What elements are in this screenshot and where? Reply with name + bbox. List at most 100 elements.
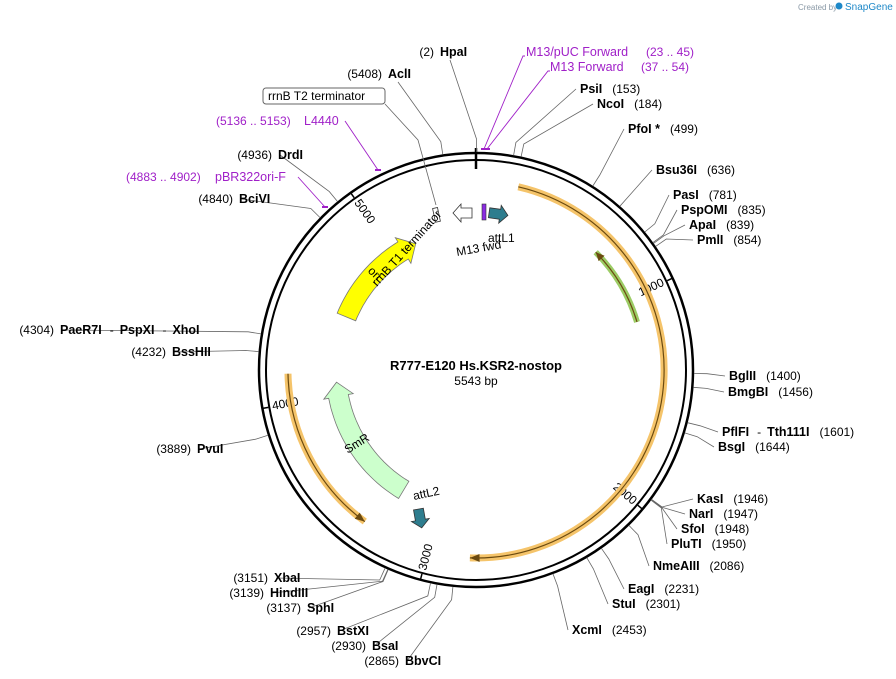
enzyme-sfoi: SfoI (1948)	[650, 499, 750, 536]
enzyme-stui: StuI(2301)	[586, 557, 680, 611]
enzyme-position: (3151)	[233, 571, 268, 585]
enzyme-position: (2231)	[664, 582, 699, 596]
enzyme-leader	[652, 209, 678, 243]
enzyme-name: SfoI	[681, 522, 705, 536]
enzyme-name: BglII	[729, 369, 756, 383]
enzyme-leader	[406, 586, 454, 662]
enzyme-bsai: BsaI(2930)	[331, 584, 438, 653]
enzyme-bstxi: BstXI(2957)	[296, 583, 431, 638]
primer-range: (5136 .. 5153)	[216, 114, 291, 128]
enzyme-name: BsaI	[372, 639, 398, 653]
enzyme-name: HpaI	[440, 45, 467, 59]
enzyme-psii: PsiI(153)	[513, 82, 640, 156]
enzyme-position: (153)	[612, 82, 640, 96]
primer-leader	[483, 55, 525, 150]
enzyme-leader	[628, 525, 650, 567]
enzyme-leader	[687, 422, 719, 433]
enzyme-name: PasI	[673, 188, 699, 202]
enzyme-bsshii: BssHII(4232)	[131, 345, 259, 359]
primer-name: M13/pUC Forward	[526, 45, 628, 59]
primer-name: L4440	[304, 114, 339, 128]
primer-leader	[297, 176, 326, 208]
enzyme-leader	[650, 499, 668, 545]
plasmid-length: 5543 bp	[454, 374, 498, 388]
enzyme-leader	[619, 169, 653, 207]
enzyme-name: ApaI	[689, 218, 716, 232]
enzyme-position: (4840)	[198, 192, 233, 206]
enzyme-name: KasI	[697, 492, 723, 506]
enzyme-position: (781)	[709, 188, 737, 202]
enzyme-leader	[693, 386, 725, 393]
enzyme-name: PmlI	[697, 233, 723, 247]
enzyme-leader	[513, 88, 577, 156]
primer-range: (4883 .. 4902)	[126, 170, 201, 184]
enzyme-position: (3139)	[229, 586, 264, 600]
orf-left	[287, 373, 366, 523]
enzyme-position: (1948)	[715, 522, 750, 536]
orf-green-arrow-icon	[595, 252, 605, 262]
enzyme-position: (854)	[733, 233, 761, 247]
feature-smr	[322, 381, 410, 500]
enzyme-hindiii: HindIII(3139)	[229, 569, 389, 600]
enzyme-leader	[173, 350, 259, 353]
enzyme-separator: -	[757, 425, 761, 439]
enzyme-separator: -	[110, 323, 114, 337]
enzyme-pfoi: PfoI *(499)	[592, 122, 698, 187]
primer-leader	[344, 120, 379, 171]
enzyme-separator: -	[162, 323, 166, 337]
enzyme-pmli: PmlI (854)	[655, 233, 761, 247]
enzyme-leader	[693, 373, 726, 377]
enzyme-leader	[653, 224, 686, 244]
enzyme-name: NcoI	[597, 97, 624, 111]
feature-attl2-arrow	[410, 507, 431, 529]
enzyme-position: (1601)	[819, 425, 854, 439]
enzyme-leader	[275, 567, 386, 581]
enzyme-xcmi: XcmI(2453)	[552, 573, 647, 637]
enzyme-position: (835)	[738, 203, 766, 217]
enzyme-name: Bsu36I	[656, 163, 697, 177]
enzyme-leader	[552, 573, 569, 631]
enzyme-leader	[684, 432, 715, 448]
enzyme-leader	[586, 557, 609, 605]
enzyme-position: (499)	[670, 122, 698, 136]
enzyme-name: BmgBI	[728, 385, 768, 399]
enzyme-pluti: PluTI(1950)	[650, 499, 746, 551]
tick-label: 5000	[351, 196, 378, 226]
enzyme-name: NarI	[689, 507, 713, 521]
tick-label: 3000	[415, 542, 435, 572]
enzyme-ncoi: NcoI(184)	[520, 97, 662, 157]
enzyme-leader	[592, 128, 625, 187]
rrnb-t2-leader	[384, 103, 437, 206]
enzyme-name: PvuI	[197, 442, 223, 456]
rrnb-t2-callout-box	[262, 87, 386, 105]
orf-outer-arrow-icon	[469, 553, 480, 562]
enzyme-leader	[520, 103, 594, 157]
enzyme-name: BbvCI	[405, 654, 441, 668]
enzyme-leader	[198, 434, 269, 450]
enzyme-sphi: SphI(3137)	[266, 569, 389, 615]
primer-name: M13 Forward	[550, 60, 624, 74]
enzyme-leader	[651, 499, 686, 515]
enzyme-position: (2)	[419, 45, 434, 59]
orf-left-arrow-icon	[354, 512, 365, 522]
enzyme-position: (1400)	[766, 369, 801, 383]
snapgene-brand: SnapGene	[845, 2, 893, 13]
enzyme-position: (4304)	[19, 323, 54, 337]
primer-range: (37 .. 54)	[641, 60, 689, 74]
enzyme-position: (3889)	[156, 442, 191, 456]
enzyme-nmeaiii: NmeAIII(2086)	[628, 525, 744, 573]
enzyme-name: XbaI	[274, 571, 300, 585]
enzyme-name: BstXI	[337, 624, 369, 638]
enzyme-name: BciVI	[239, 192, 270, 206]
enzyme-apai: ApaI (839)	[653, 218, 754, 244]
enzyme-bmgbi: BmgBI(1456)	[693, 385, 813, 399]
enzyme-xbai: XbaI (3151)	[233, 567, 386, 585]
enzyme-name-2: Tth111I	[767, 425, 809, 439]
plasmid-name: R777-E120 Hs.KSR2-nostop	[390, 358, 562, 373]
feature-rrnb-t1-label: rrnB T1 terminator	[369, 207, 444, 289]
enzyme-position: (3137)	[266, 601, 301, 615]
enzyme-name: DrdI	[278, 148, 303, 162]
enzyme-position: (839)	[726, 218, 754, 232]
feature-m13fwd-label: M13 fwd	[455, 237, 502, 259]
enzyme-bsu36i: Bsu36I(636)	[619, 163, 735, 207]
